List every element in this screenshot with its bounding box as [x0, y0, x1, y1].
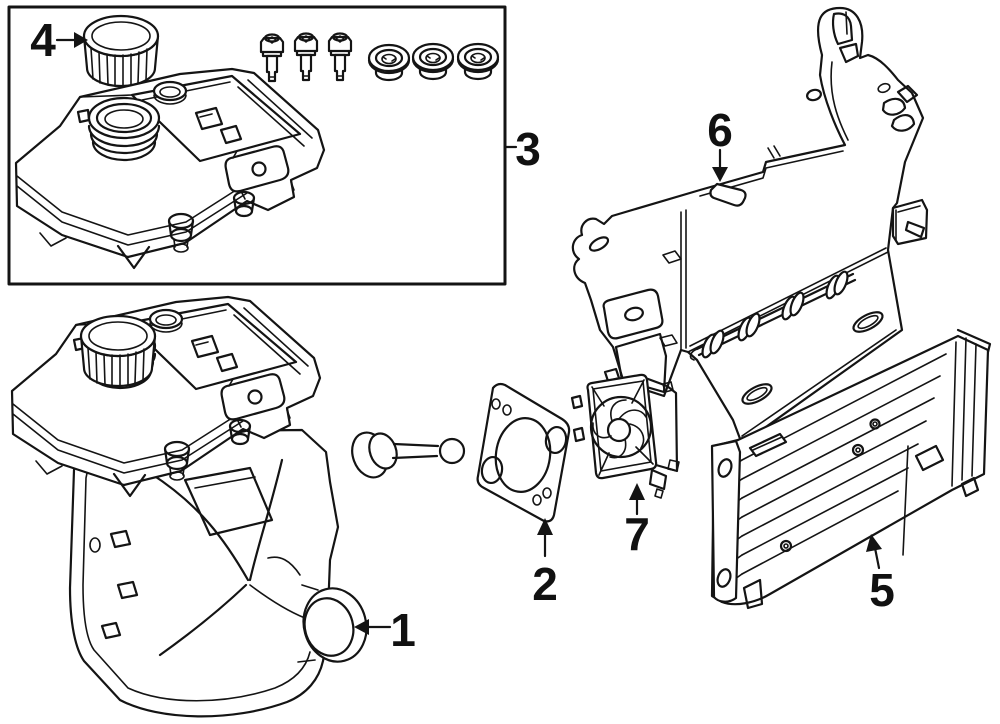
booster-part1-art	[10, 295, 466, 718]
inset-box-border	[7, 5, 507, 286]
callout-1-label[interactable]: 1	[390, 604, 416, 656]
callout-1[interactable]: 1	[354, 604, 416, 656]
grommet-icon	[367, 43, 411, 82]
callout-3[interactable]: 3	[503, 123, 541, 175]
fan-part7-art	[570, 367, 680, 499]
callout-2[interactable]: 2	[532, 518, 558, 610]
grommet-icon	[411, 42, 455, 81]
bolt-icon	[259, 33, 285, 83]
callout-4-label[interactable]: 4	[30, 14, 56, 66]
callout-7-arrowhead	[629, 483, 645, 500]
inset-box-part3	[7, 5, 507, 286]
bolt-icon	[327, 32, 353, 82]
callout-7-label[interactable]: 7	[624, 508, 650, 560]
reservoir-cap-art	[79, 314, 157, 388]
callout-6-arrowhead	[712, 167, 728, 182]
callout-5-leader	[873, 546, 881, 570]
bolt-icon	[293, 32, 319, 82]
callout-2-label[interactable]: 2	[532, 558, 558, 610]
rod-grommet-icon	[701, 270, 849, 359]
callout-5-label[interactable]: 5	[869, 564, 895, 616]
callout-4[interactable]: 4	[30, 14, 88, 66]
reservoir-art	[14, 67, 326, 270]
callout-5-arrowhead	[866, 534, 882, 552]
callout-6-label[interactable]: 6	[707, 104, 733, 156]
callout-1-arrowhead	[354, 619, 369, 635]
callout-3-label[interactable]: 3	[515, 123, 541, 175]
callout-4-arrowhead	[74, 32, 88, 48]
callout-5[interactable]: 5	[866, 534, 895, 616]
grommet-icon	[456, 42, 500, 81]
callout-6[interactable]: 6	[707, 104, 733, 182]
reservoir-cap-art	[82, 14, 160, 88]
callout-2-arrowhead	[537, 518, 553, 535]
gasket-part2-art	[476, 382, 571, 523]
callout-7[interactable]: 7	[624, 483, 650, 560]
module-part5-art	[710, 328, 992, 610]
bracket-part6-art	[571, 6, 929, 446]
